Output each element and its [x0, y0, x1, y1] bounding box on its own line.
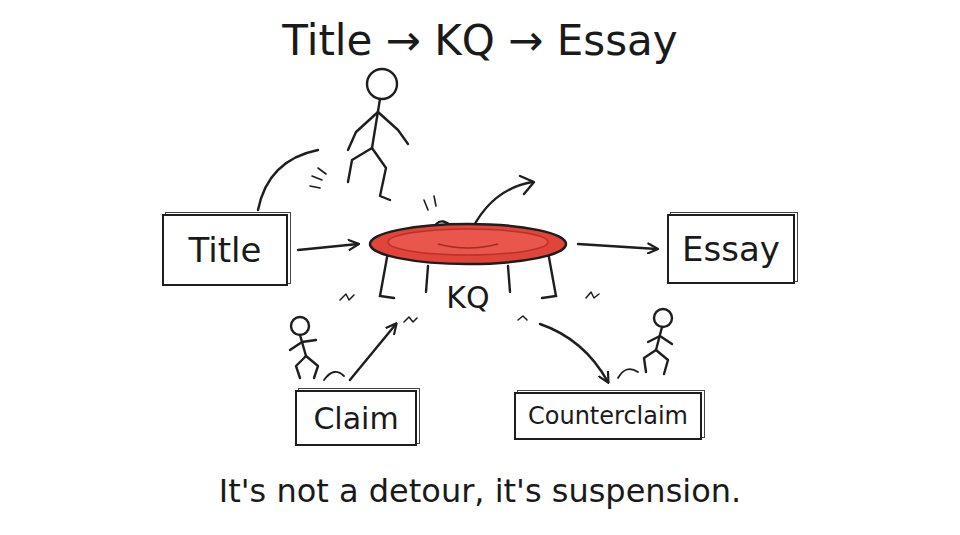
claim-box: Claim [295, 390, 417, 446]
box-label: Claim [313, 401, 398, 436]
diagram-caption: It's not a detour, it's suspension. [0, 472, 960, 510]
arrow-connector [350, 324, 396, 380]
box-label: Essay [682, 229, 780, 269]
jumping-figure [348, 69, 408, 200]
box-label: Title [189, 230, 262, 270]
essay-box: Essay [667, 214, 795, 284]
arrow-connector [578, 244, 657, 249]
counterclaim-box: Counterclaim [514, 392, 702, 440]
arrow-connector [540, 324, 608, 382]
arrow-connector [298, 244, 358, 250]
title-box: Title [162, 214, 288, 286]
trampoline-label: KQ [368, 280, 568, 315]
bounce-arrow-head [520, 176, 534, 194]
counterclaim-figure [618, 309, 672, 378]
motion-ticks [310, 168, 326, 188]
trampoline-kq: KQ [368, 222, 568, 320]
box-label: Counterclaim [528, 402, 688, 430]
diagram-title: Title → KQ → Essay [0, 16, 960, 65]
claim-figure [290, 317, 344, 380]
motion-arc [258, 150, 318, 210]
impact-ticks [424, 196, 436, 210]
